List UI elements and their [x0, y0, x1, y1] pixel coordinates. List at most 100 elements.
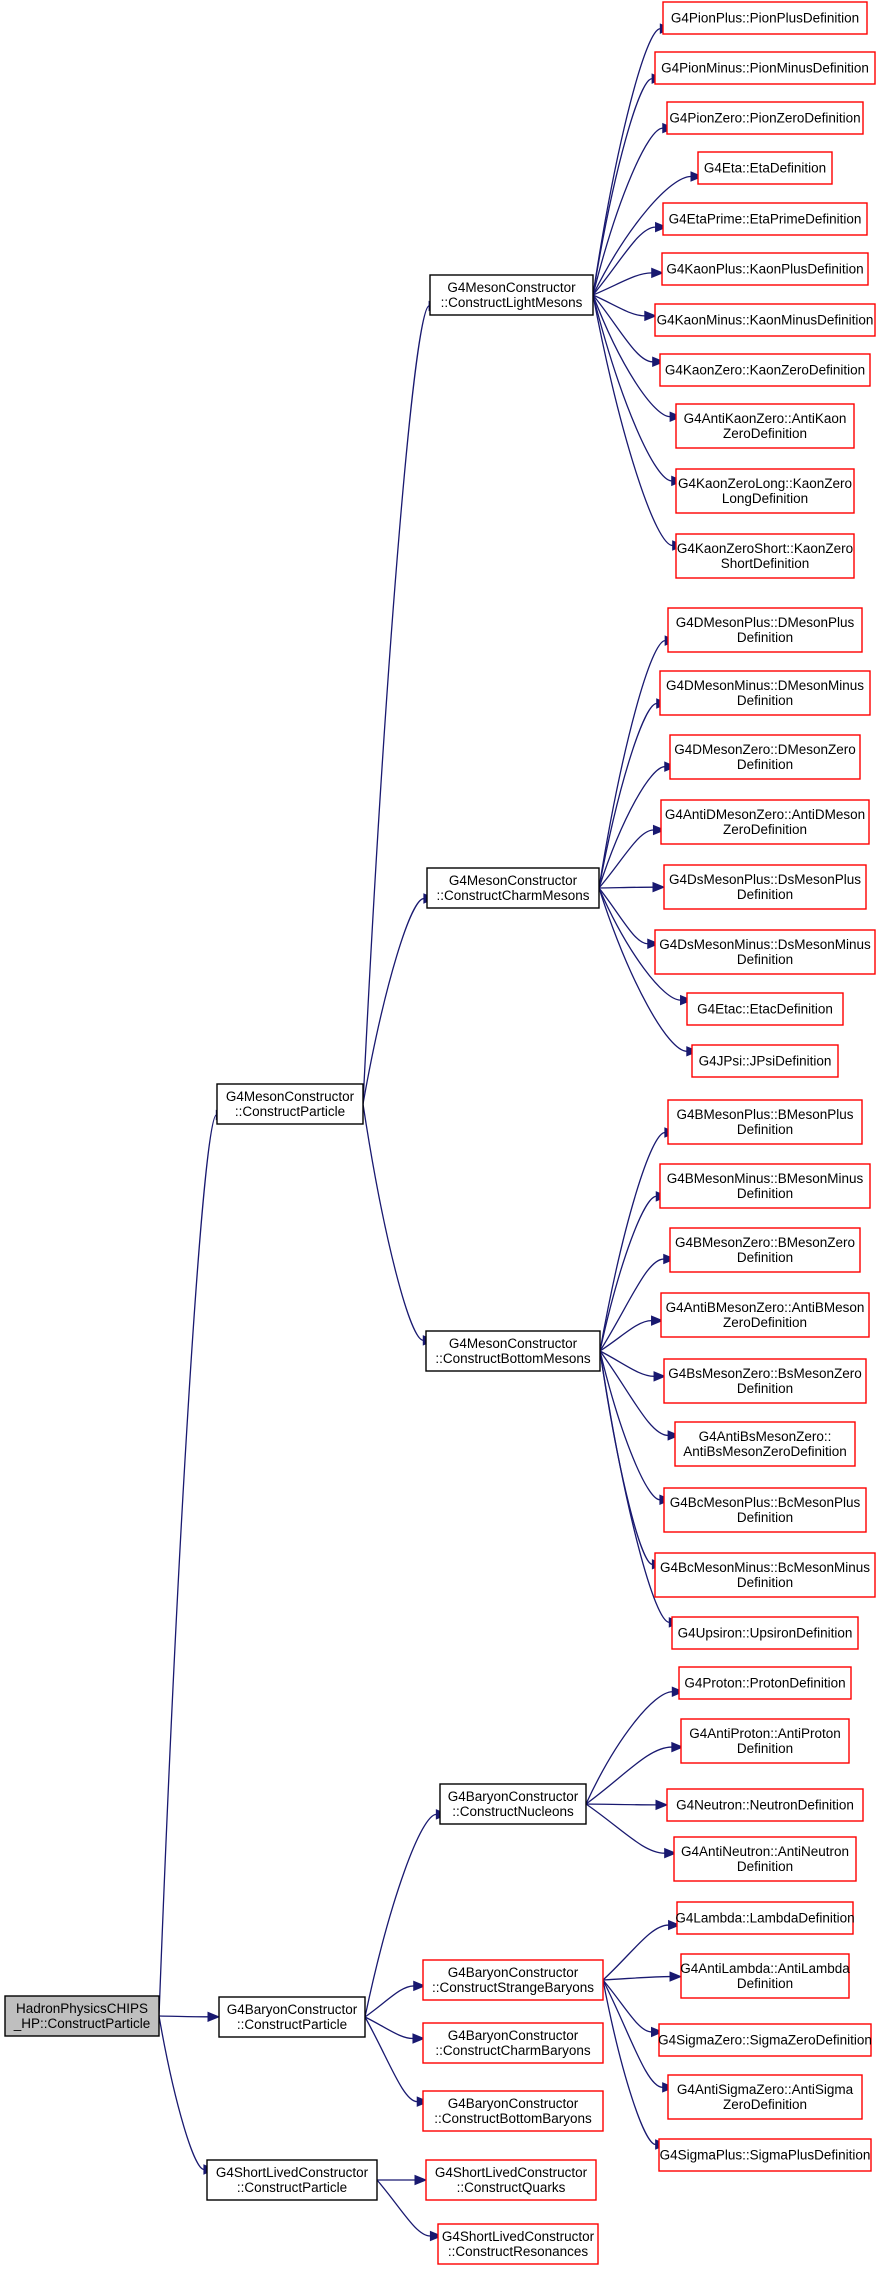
node-box[interactable] [680, 1718, 850, 1764]
node-bc_cp[interactable]: G4BaryonConstructor::ConstructParticle [218, 1996, 366, 2038]
node-box[interactable] [663, 864, 867, 910]
node-bc_nuc[interactable]: G4BaryonConstructor::ConstructNucleons [439, 1783, 587, 1825]
node-box[interactable] [671, 1616, 859, 1650]
node-box[interactable] [662, 1, 868, 35]
node-box[interactable] [686, 992, 844, 1026]
node-box[interactable] [666, 101, 864, 135]
node-box[interactable] [654, 929, 876, 975]
node-n3[interactable]: G4Neutron::NeutronDefinition [666, 1788, 864, 1822]
node-c7[interactable]: G4Etac::EtacDefinition [686, 992, 844, 1026]
node-b5[interactable]: G4BsMesonZero::BsMesonZeroDefinition [663, 1358, 867, 1404]
node-mc_cp[interactable]: G4MesonConstructor::ConstructParticle [216, 1083, 364, 1125]
node-box[interactable] [678, 1666, 852, 1700]
edge-line [598, 886, 654, 889]
node-box[interactable] [425, 1330, 601, 1372]
node-c4[interactable]: G4AntiDMesonZero::AntiDMesonZeroDefiniti… [660, 799, 870, 845]
node-s3[interactable]: G4SigmaZero::SigmaZeroDefinition [658, 2023, 872, 2057]
node-c8[interactable]: G4JPsi::JPsiDefinition [691, 1044, 839, 1078]
node-slc_cp[interactable]: G4ShortLivedConstructor::ConstructPartic… [206, 2159, 378, 2201]
node-box[interactable] [654, 51, 876, 85]
node-box[interactable] [660, 799, 870, 845]
node-box[interactable] [429, 274, 594, 316]
node-l6[interactable]: G4KaonPlus::KaonPlusDefinition [661, 252, 869, 286]
node-box[interactable] [663, 1358, 867, 1404]
node-l7[interactable]: G4KaonMinus::KaonMinusDefinition [654, 303, 876, 337]
node-bc_bottom[interactable]: G4BaryonConstructor::ConstructBottomBary… [422, 2090, 604, 2132]
node-box[interactable] [673, 1836, 857, 1882]
node-s5[interactable]: G4SigmaPlus::SigmaPlusDefinition [658, 2138, 872, 2172]
node-bc_strange[interactable]: G4BaryonConstructor::ConstructStrangeBar… [422, 1959, 604, 2001]
node-box[interactable] [422, 2022, 604, 2064]
node-box[interactable] [658, 2138, 872, 2172]
node-box[interactable] [667, 2074, 863, 2120]
node-mc_light[interactable]: G4MesonConstructor::ConstructLightMesons [429, 274, 594, 316]
node-box[interactable] [697, 151, 833, 185]
node-bc_charm[interactable]: G4BaryonConstructor::ConstructCharmBaryo… [422, 2022, 604, 2064]
node-n1[interactable]: G4Proton::ProtonDefinition [678, 1666, 852, 1700]
node-box[interactable] [669, 1227, 861, 1273]
node-box[interactable] [680, 1953, 850, 1999]
node-l8[interactable]: G4KaonZero::KaonZeroDefinition [659, 353, 871, 387]
node-box[interactable] [667, 607, 863, 653]
node-box[interactable] [216, 1083, 364, 1125]
node-box[interactable] [654, 303, 876, 337]
node-l4[interactable]: G4Eta::EtaDefinition [697, 151, 833, 185]
node-box[interactable] [675, 533, 855, 579]
node-box[interactable] [691, 1044, 839, 1078]
node-mc_charm[interactable]: G4MesonConstructor::ConstructCharmMesons [426, 867, 600, 909]
node-b6[interactable]: G4AntiBsMesonZero::AntiBsMesonZeroDefini… [674, 1421, 856, 1467]
node-box[interactable] [422, 2090, 604, 2132]
node-box[interactable] [667, 1099, 863, 1145]
node-box[interactable] [661, 252, 869, 286]
node-box[interactable] [658, 2023, 872, 2057]
node-box[interactable] [676, 1901, 854, 1935]
node-slc_res[interactable]: G4ShortLivedConstructor::ConstructResona… [437, 2223, 599, 2265]
node-box[interactable] [659, 1163, 871, 1209]
node-l1[interactable]: G4PionPlus::PionPlusDefinition [662, 1, 868, 35]
node-box[interactable] [675, 468, 855, 514]
node-box[interactable] [659, 670, 871, 716]
node-l5[interactable]: G4EtaPrime::EtaPrimeDefinition [662, 202, 868, 236]
node-box[interactable] [674, 1421, 856, 1467]
node-box[interactable] [218, 1996, 366, 2038]
node-box[interactable] [659, 353, 871, 387]
node-box[interactable] [425, 2159, 597, 2201]
node-box[interactable] [675, 403, 855, 449]
node-box[interactable] [426, 867, 600, 909]
node-box[interactable] [663, 1487, 867, 1533]
node-b4[interactable]: G4AntiBMesonZero::AntiBMesonZeroDefiniti… [660, 1292, 870, 1338]
node-slc_quarks[interactable]: G4ShortLivedConstructor::ConstructQuarks [425, 2159, 597, 2201]
node-box[interactable] [206, 2159, 378, 2201]
node-box[interactable] [654, 1552, 876, 1598]
node-box[interactable] [422, 1959, 604, 2001]
node-mc_bottom[interactable]: G4MesonConstructor::ConstructBottomMeson… [425, 1330, 601, 1372]
node-l2[interactable]: G4PionMinus::PionMinusDefinition [654, 51, 876, 85]
node-box[interactable] [669, 734, 861, 780]
node-b9[interactable]: G4Upsiron::UpsironDefinition [671, 1616, 859, 1650]
node-label: G4SigmaPlus::SigmaPlusDefinition [660, 2148, 871, 2163]
node-box[interactable] [666, 1788, 864, 1822]
node-box[interactable] [439, 1783, 587, 1825]
node-box[interactable] [660, 1292, 870, 1338]
node-l3[interactable]: G4PionZero::PionZeroDefinition [666, 101, 864, 135]
node-s1[interactable]: G4Lambda::LambdaDefinition [675, 1901, 855, 1935]
node-box[interactable] [437, 2223, 599, 2265]
node-box[interactable] [662, 202, 868, 236]
